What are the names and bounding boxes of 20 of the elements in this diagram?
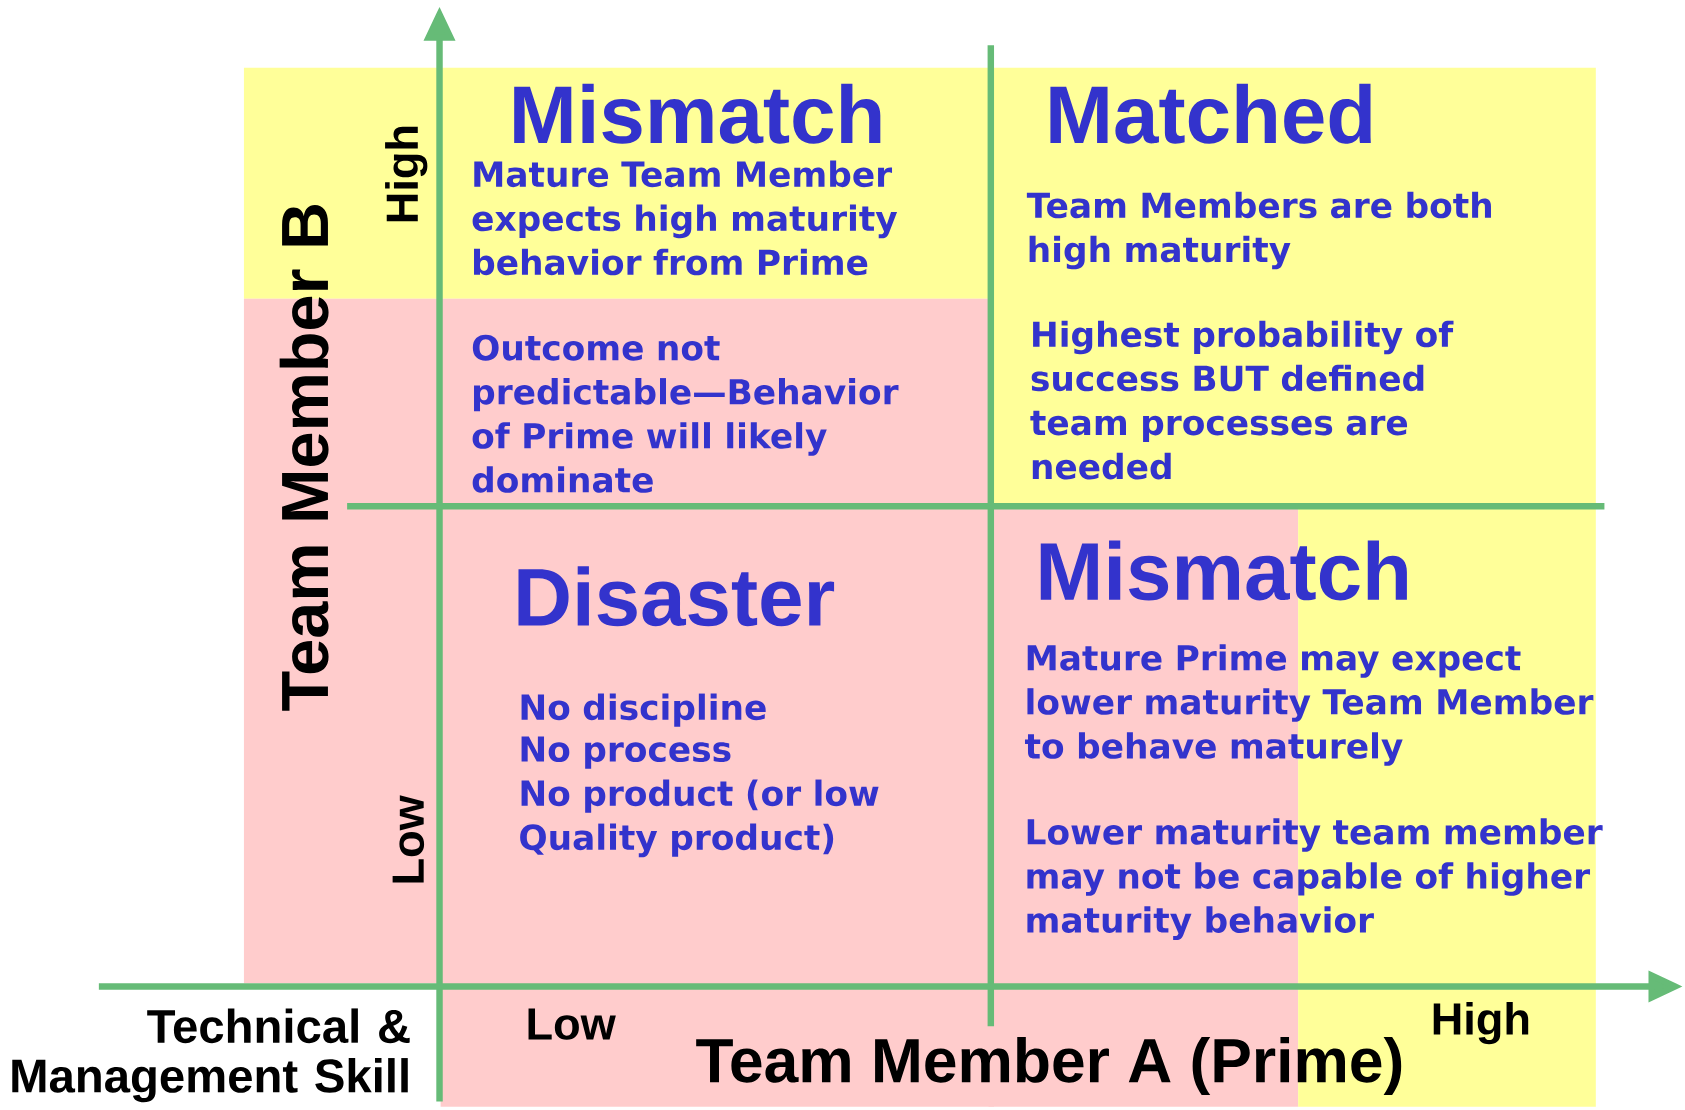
quadrant-heading: Mismatch bbox=[514, 83, 881, 144]
axis-tick-label: Low bbox=[528, 1008, 616, 1040]
axis-tick-label: High bbox=[1433, 1001, 1529, 1045]
axis-title: Technical & Management Skill bbox=[12, 1008, 410, 1103]
quadrant-text: Highest probability of success BUT defined team processes are needed bbox=[1030, 320, 1454, 480]
axis-title: Team Member B bbox=[279, 204, 329, 711]
quadrant-text: No discipline bbox=[521, 693, 766, 727]
axis-title: Team Member A (Prime) bbox=[696, 1036, 1402, 1096]
quadrant-text: No process bbox=[521, 736, 731, 769]
axis-tick-label: High bbox=[385, 126, 428, 222]
quadrant-text: Outcome not predictable—Behavior of Prime will likely dominate bbox=[472, 334, 899, 493]
quadrant-text: Mature Prime may expect lower maturity Team Member to behave maturely bbox=[1025, 644, 1594, 766]
quadrant-heading: Matched bbox=[1050, 83, 1371, 144]
quadrant-heading: Mismatch bbox=[1040, 540, 1407, 601]
quadrant-text: Lower maturity team member may not be capable of higher maturity behavior bbox=[1027, 818, 1603, 940]
quadrant-text: Team Members are both high maturity bbox=[1026, 191, 1491, 270]
quadrant-heading: Disaster bbox=[518, 566, 835, 627]
axis-tick-label: Low bbox=[392, 795, 425, 883]
quadrant-text: Mature Team Member expects high maturity behavior from Prime bbox=[472, 160, 898, 276]
quadrant-text: No product (or low Quality product) bbox=[520, 779, 879, 858]
